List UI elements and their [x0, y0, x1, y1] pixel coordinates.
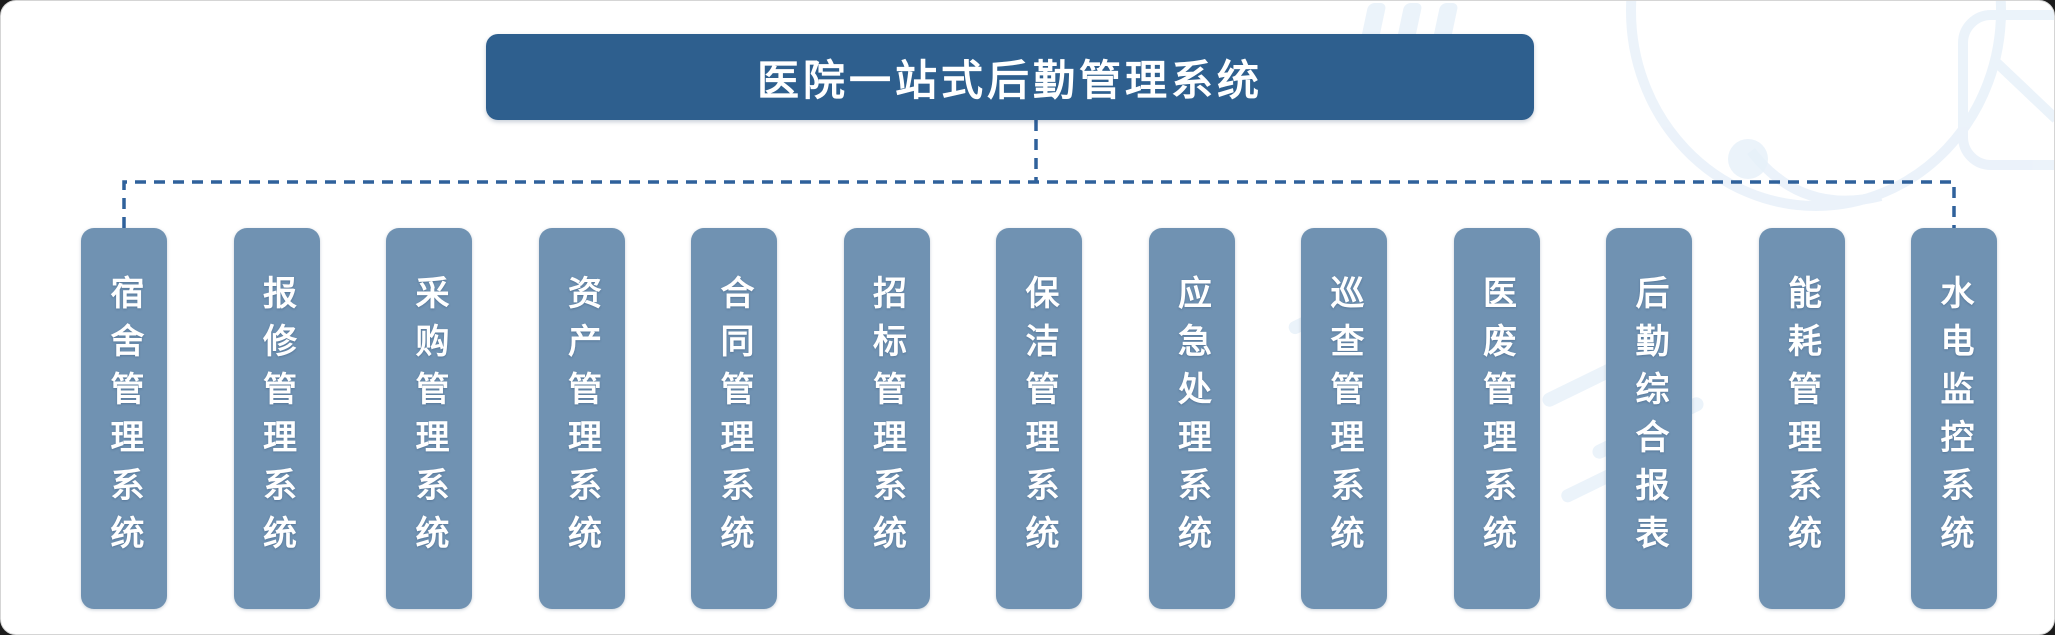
subsystem-node-bidding: 招标管理系统: [843, 228, 930, 609]
subsystem-node-logistics-report: 后勤综合报表: [1606, 228, 1692, 609]
subsystem-label: 合同管理系统: [715, 274, 753, 563]
subsystem-label: 宿舍管理系统: [105, 274, 143, 563]
root-node: 医院一站式后勤管理系统: [486, 34, 1534, 120]
subsystem-node-contract: 合同管理系统: [691, 228, 777, 609]
subsystem-label: 水电监控系统: [1935, 274, 1973, 563]
root-node-label: 医院一站式后勤管理系统: [756, 56, 1263, 104]
subsystem-node-procurement: 采购管理系统: [386, 228, 472, 609]
subsystem-label: 医废管理系统: [1477, 274, 1516, 563]
subsystem-node-medical-waste: 医废管理系统: [1453, 228, 1540, 609]
subsystem-label: 后勤综合报表: [1630, 274, 1668, 563]
subsystem-node-asset: 资产管理系统: [538, 228, 625, 609]
subsystem-label: 应急处理系统: [1172, 274, 1211, 563]
subsystem-node-utility-monitoring: 水电监控系统: [1911, 228, 1997, 609]
subsystem-label: 巡查管理系统: [1325, 274, 1363, 563]
subsystem-node-cleaning: 保洁管理系统: [996, 228, 1082, 609]
subsystem-label: 能耗管理系统: [1782, 274, 1821, 563]
subsystem-label: 采购管理系统: [410, 274, 448, 563]
subsystem-label: 资产管理系统: [562, 274, 601, 563]
subsystem-label: 保洁管理系统: [1020, 274, 1058, 563]
subsystem-label: 报修管理系统: [257, 274, 296, 563]
subsystem-node-repair: 报修管理系统: [233, 228, 320, 609]
subsystem-node-emergency: 应急处理系统: [1148, 228, 1235, 609]
subsystem-node-dormitory: 宿舍管理系统: [81, 228, 167, 609]
subsystem-node-inspection: 巡查管理系统: [1301, 228, 1387, 609]
subsystem-row: 宿舍管理系统 报修管理系统 采购管理系统 资产管理系统 合同管理系统 招标管理系…: [81, 228, 1997, 609]
subsystem-node-energy: 能耗管理系统: [1758, 228, 1845, 609]
subsystem-label: 招标管理系统: [867, 274, 906, 563]
